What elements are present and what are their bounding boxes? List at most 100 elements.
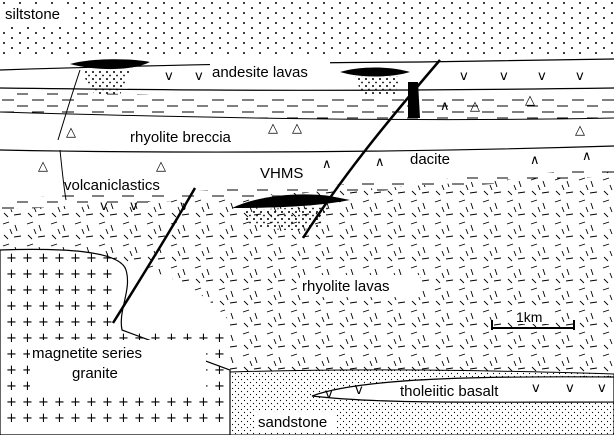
dacite-symbol: ∧ [582, 149, 592, 164]
granite-symbol: + [86, 267, 97, 282]
granite-symbol: + [6, 251, 17, 266]
andesite-symbol: v [500, 69, 508, 84]
granite-symbol: + [214, 347, 225, 362]
granite-symbol: + [150, 395, 161, 410]
volcaniclastics-label: volcaniclastics [64, 177, 160, 194]
granite-symbol: + [86, 315, 97, 330]
granite-symbol: + [38, 251, 49, 266]
granite-symbol: + [6, 283, 17, 298]
granite-symbol: + [70, 395, 81, 410]
granite-symbol: + [86, 299, 97, 314]
andesite-symbol: v [165, 69, 173, 84]
granite-symbol: + [198, 395, 209, 410]
granite-symbol: + [6, 411, 17, 426]
granite-symbol: + [6, 331, 17, 346]
rhyolite-breccia-label: rhyolite breccia [130, 129, 232, 146]
tholeiitic-basalt-label: tholeiitic basalt [400, 383, 499, 400]
granite-symbol: + [70, 251, 81, 266]
granite-symbol: + [38, 395, 49, 410]
granite-symbol: + [86, 395, 97, 410]
granite-symbol: + [22, 411, 33, 426]
granite-symbol: + [38, 315, 49, 330]
granite-symbol: + [182, 395, 193, 410]
granite-symbol: + [6, 379, 17, 394]
granite-symbol: + [54, 267, 65, 282]
granite-symbol: + [54, 299, 65, 314]
granite-label-line2: granite [72, 365, 118, 382]
andesite-symbol: v [355, 383, 363, 398]
breccia-symbol: △ [66, 125, 76, 140]
granite-symbol: + [54, 251, 65, 266]
granite-label-line1: magnetite series [32, 345, 142, 362]
granite-symbol: + [102, 411, 113, 426]
vhms-stringer-zone [355, 76, 400, 95]
granite-symbol: + [214, 411, 225, 426]
granite-symbol: + [54, 395, 65, 410]
granite-symbol: + [22, 315, 33, 330]
breccia-symbol: △ [470, 99, 480, 114]
andesite-lavas-label: andesite lavas [212, 64, 308, 81]
andesite-symbol: v [598, 381, 606, 396]
granite-symbol: + [214, 395, 225, 410]
breccia-symbol: △ [268, 121, 278, 136]
granite-symbol: + [182, 411, 193, 426]
granite-symbol: + [102, 395, 113, 410]
scale-bar-label: 1km [516, 309, 542, 325]
granite-symbol: + [6, 267, 17, 282]
granite-symbol: + [214, 363, 225, 378]
granite-symbol: + [54, 315, 65, 330]
granite-symbol: + [150, 411, 161, 426]
granite-symbol: + [38, 299, 49, 314]
granite-symbol: + [102, 315, 113, 330]
dacite-label: dacite [410, 151, 450, 168]
granite-symbol: + [22, 267, 33, 282]
granite-symbol: + [134, 411, 145, 426]
granite-symbol: + [70, 283, 81, 298]
granite-symbol: + [86, 411, 97, 426]
dacite-symbol: ∧ [322, 157, 332, 172]
rhyolite-lavas-label: rhyolite lavas [302, 278, 390, 295]
granite-symbol: + [6, 395, 17, 410]
andesite-symbol: v [538, 69, 546, 84]
granite-symbol: + [214, 331, 225, 346]
breccia-symbol: △ [156, 159, 166, 174]
granite-symbol: + [6, 315, 17, 330]
andesite-symbol: v [195, 69, 203, 84]
sandstone-label: sandstone [258, 414, 327, 431]
granite-symbol: + [38, 283, 49, 298]
siltstone-unit: siltstone [0, 0, 614, 56]
granite-symbol: + [198, 411, 209, 426]
breccia-symbol: △ [38, 159, 48, 174]
granite-symbol: + [86, 283, 97, 298]
granite-symbol: + [22, 395, 33, 410]
granite-symbol: + [134, 395, 145, 410]
granite-symbol: + [166, 411, 177, 426]
granite-symbol: + [70, 315, 81, 330]
andesite-symbol: v [532, 381, 540, 396]
granite-symbol: + [70, 411, 81, 426]
granite-symbol: + [54, 283, 65, 298]
granite-symbol: + [86, 251, 97, 266]
granite-symbol: + [54, 411, 65, 426]
siltstone-label: siltstone [5, 6, 60, 23]
granite-symbol: + [214, 379, 225, 394]
breccia-symbol: △ [292, 121, 302, 136]
granite-symbol: + [70, 299, 81, 314]
dacite-symbol: ∧ [375, 155, 385, 170]
andesite-symbol: v [325, 387, 333, 402]
granite-symbol: + [22, 283, 33, 298]
granite-symbol: + [22, 299, 33, 314]
granite-symbol: + [22, 251, 33, 266]
vhms-stringer-zone [80, 70, 130, 95]
granite-symbol: + [38, 411, 49, 426]
granite-symbol: + [166, 395, 177, 410]
granite-symbol: + [38, 267, 49, 282]
granite-symbol: + [102, 299, 113, 314]
granite-symbol: + [102, 251, 113, 266]
granite-symbol: + [102, 267, 113, 282]
granite-symbol: + [6, 299, 17, 314]
granite-symbol: + [70, 267, 81, 282]
andesite-symbol: v [566, 381, 574, 396]
